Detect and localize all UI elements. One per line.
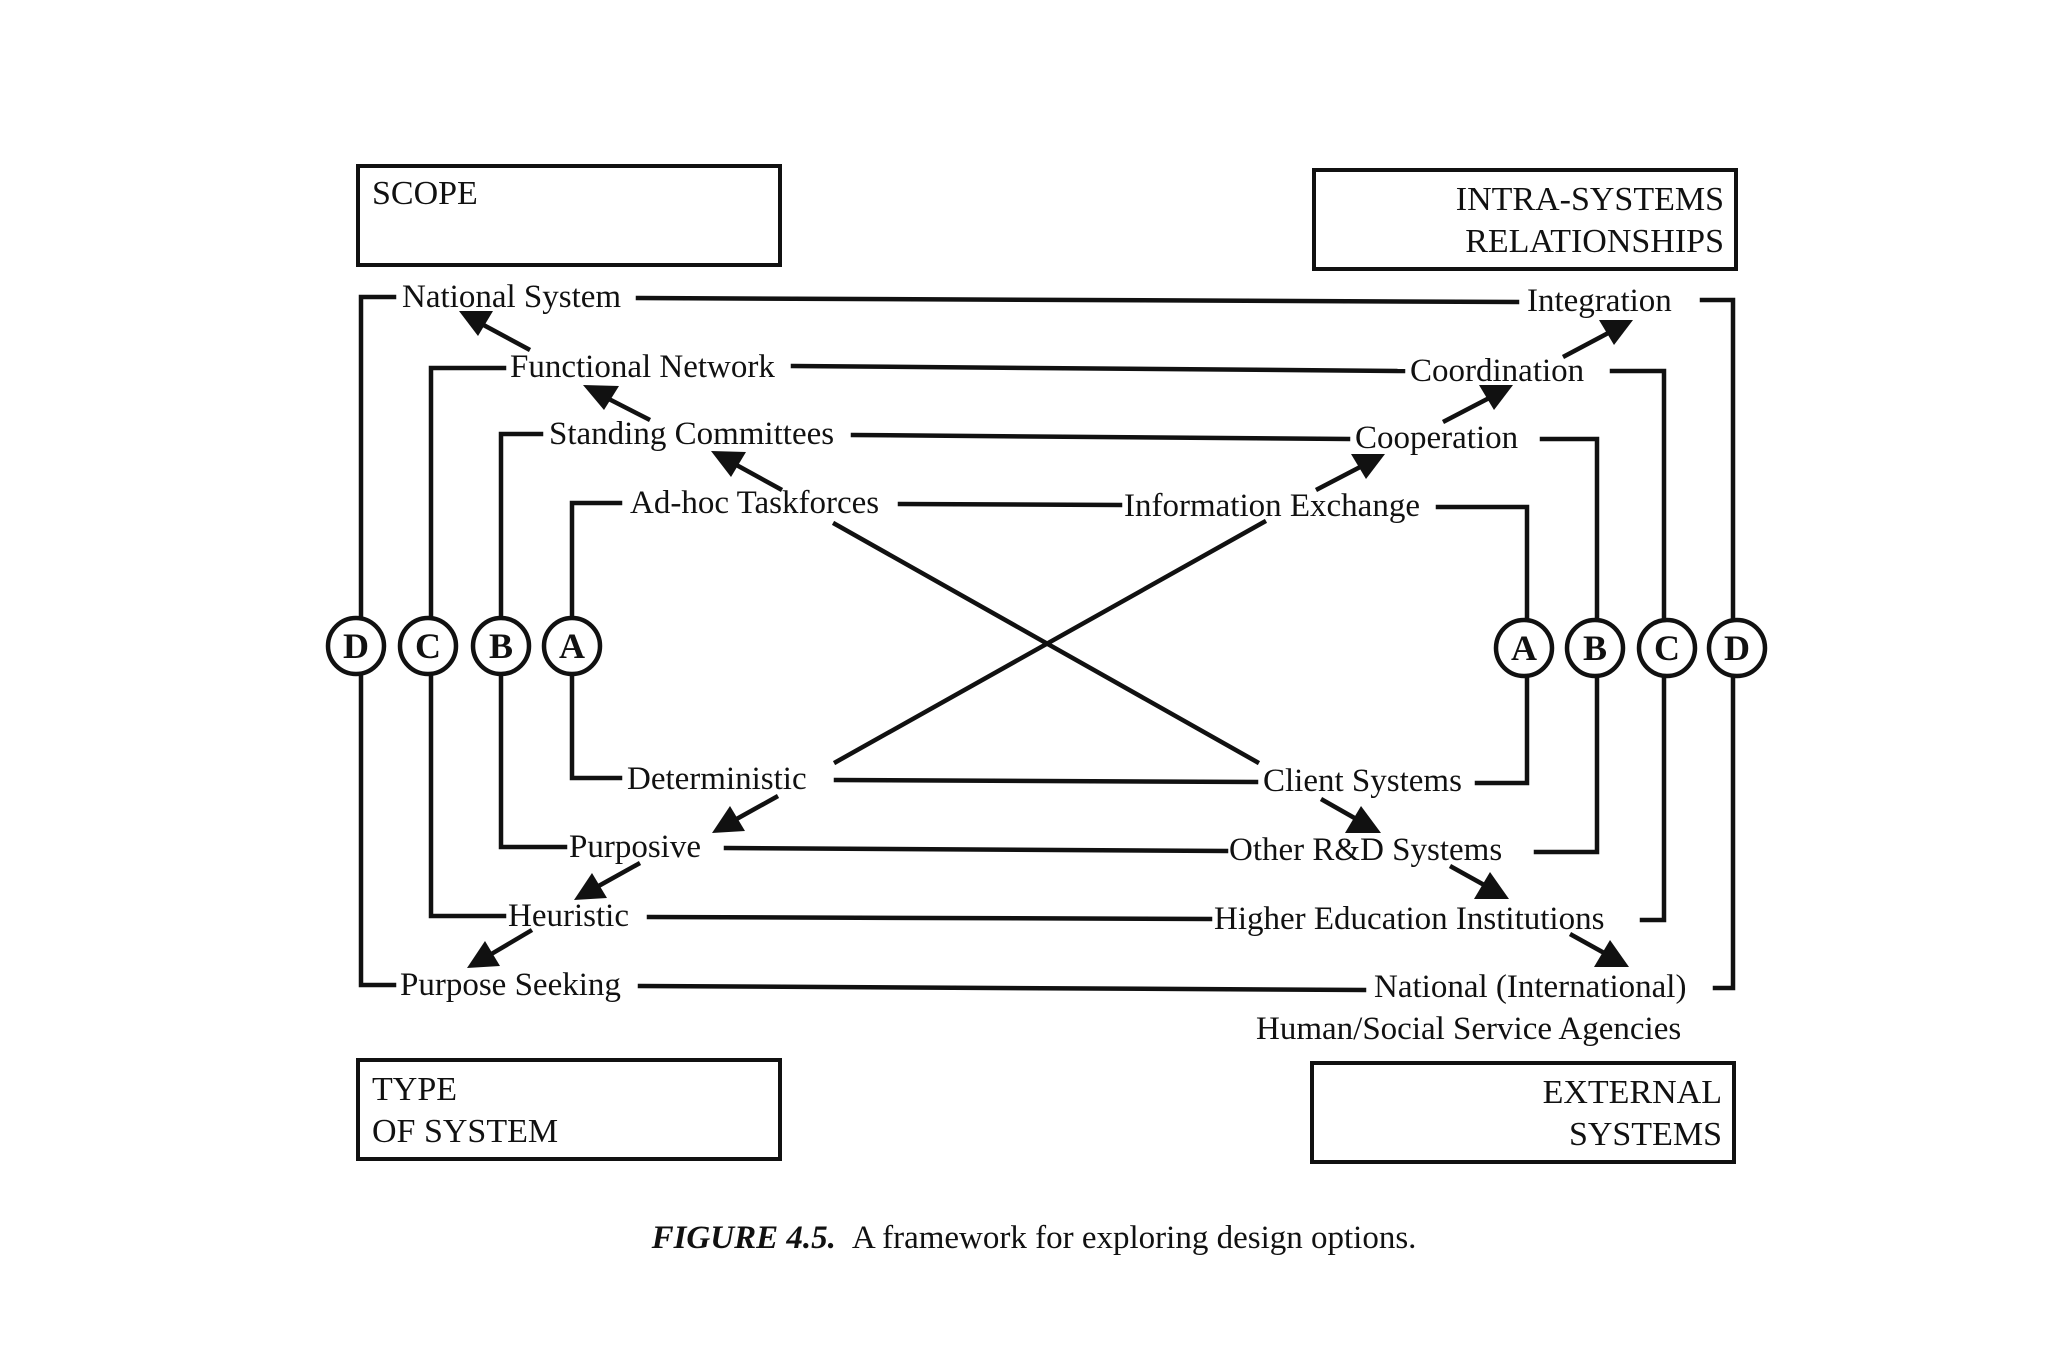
line-heuristic-higher-ed <box>646 914 1213 922</box>
arrow-coordination-to-integration <box>1561 320 1633 359</box>
system-type-item-heuristic: Heuristic <box>508 898 629 934</box>
external-item-other-rd-systems: Other R&D Systems <box>1229 832 1502 868</box>
line-functional-network-coordination <box>790 363 1406 374</box>
system-type-item-purposive: Purposive <box>569 829 701 865</box>
arrow-information-to-cooperation <box>1314 454 1385 492</box>
scope-item-national-system: National System <box>402 279 621 315</box>
external-systems-box-label-line2: SYSTEMS <box>1569 1116 1722 1153</box>
arrow-adhoc-to-standing <box>711 451 784 492</box>
scope-box: SCOPE <box>356 164 782 267</box>
badge-left-d-letter: D <box>343 626 369 666</box>
badge-right-a: A <box>1493 617 1555 679</box>
type-of-system-box-label-line1: TYPE <box>372 1071 457 1108</box>
badge-right-c-letter: C <box>1654 628 1680 668</box>
badge-left-c-letter: C <box>415 626 441 666</box>
badge-right-a-letter: A <box>1511 628 1537 668</box>
arrow-heuristic-to-purpose-seeking <box>467 928 534 968</box>
external-item-human-social-service: Human/Social Service Agencies <box>1256 1011 1681 1047</box>
arrow-higher-ed-to-national <box>1568 932 1629 967</box>
system-type-item-deterministic: Deterministic <box>627 761 807 797</box>
line-national-system-integration <box>635 295 1520 305</box>
arrow-deterministic-to-purposive <box>712 794 780 833</box>
external-item-national-international: National (International) <box>1374 969 1686 1005</box>
badge-left-d: D <box>325 615 387 677</box>
badge-right-d-letter: D <box>1724 628 1750 668</box>
type-of-system-box: TYPE OF SYSTEM <box>356 1058 782 1161</box>
type-of-system-box-label-line2: OF SYSTEM <box>372 1113 558 1150</box>
line-deterministic-client <box>833 777 1259 785</box>
intra-systems-box-label-line2: RELATIONSHIPS <box>1465 223 1724 260</box>
badge-left-c: C <box>397 615 459 677</box>
arrow-cooperation-to-coordination <box>1441 385 1513 424</box>
scope-box-label: SCOPE <box>372 175 478 212</box>
scope-item-adhoc-taskforces: Ad-hoc Taskforces <box>630 485 879 521</box>
external-systems-box-label-line1: EXTERNAL <box>1543 1074 1722 1111</box>
relationship-item-integration: Integration <box>1527 283 1672 319</box>
badge-right-b: B <box>1564 617 1626 679</box>
diagonal-deterministic-to-information <box>832 518 1268 766</box>
line-standing-committees-cooperation <box>850 432 1351 442</box>
figure-caption-text: A framework for exploring design options… <box>852 1220 1417 1256</box>
line-purpose-seeking-national <box>637 983 1367 993</box>
arrow-purposive-to-heuristic <box>574 861 642 900</box>
relationship-item-coordination: Coordination <box>1410 353 1584 389</box>
badge-left-b: B <box>470 615 532 677</box>
badge-right-d: D <box>1706 617 1768 679</box>
scope-item-standing-committees: Standing Committees <box>549 416 834 452</box>
arrow-other-rd-to-higher-ed <box>1448 864 1509 899</box>
arrow-client-to-other-rd <box>1319 797 1381 833</box>
badge-left-a: A <box>541 615 603 677</box>
badge-left-a-letter: A <box>559 626 585 666</box>
badge-right-b-letter: B <box>1583 628 1607 668</box>
figure-caption-label: FIGURE 4.5. <box>651 1220 836 1256</box>
intra-systems-box-label-line1: INTRA-SYSTEMS <box>1456 181 1724 218</box>
arrow-standing-to-functional <box>583 385 652 423</box>
badge-left-b-letter: B <box>489 626 513 666</box>
relationship-item-cooperation: Cooperation <box>1355 420 1518 456</box>
line-purposive-other-rd <box>723 845 1229 854</box>
scope-item-functional-network: Functional Network <box>510 349 775 385</box>
external-item-client-systems: Client Systems <box>1263 763 1462 799</box>
relationship-item-information-exchange: Information Exchange <box>1124 488 1420 524</box>
external-systems-box: EXTERNAL SYSTEMS <box>1310 1061 1736 1164</box>
figure-caption: FIGURE 4.5. A framework for exploring de… <box>651 1220 1417 1256</box>
line-adhoc-information-left <box>897 501 1123 508</box>
system-type-item-purpose-seeking: Purpose Seeking <box>400 967 621 1003</box>
arrow-functional-to-national <box>459 311 532 352</box>
badge-right-c: C <box>1636 617 1698 679</box>
intra-systems-relationships-box: INTRA-SYSTEMS RELATIONSHIPS <box>1312 168 1738 271</box>
external-item-higher-education: Higher Education Institutions <box>1214 901 1604 937</box>
